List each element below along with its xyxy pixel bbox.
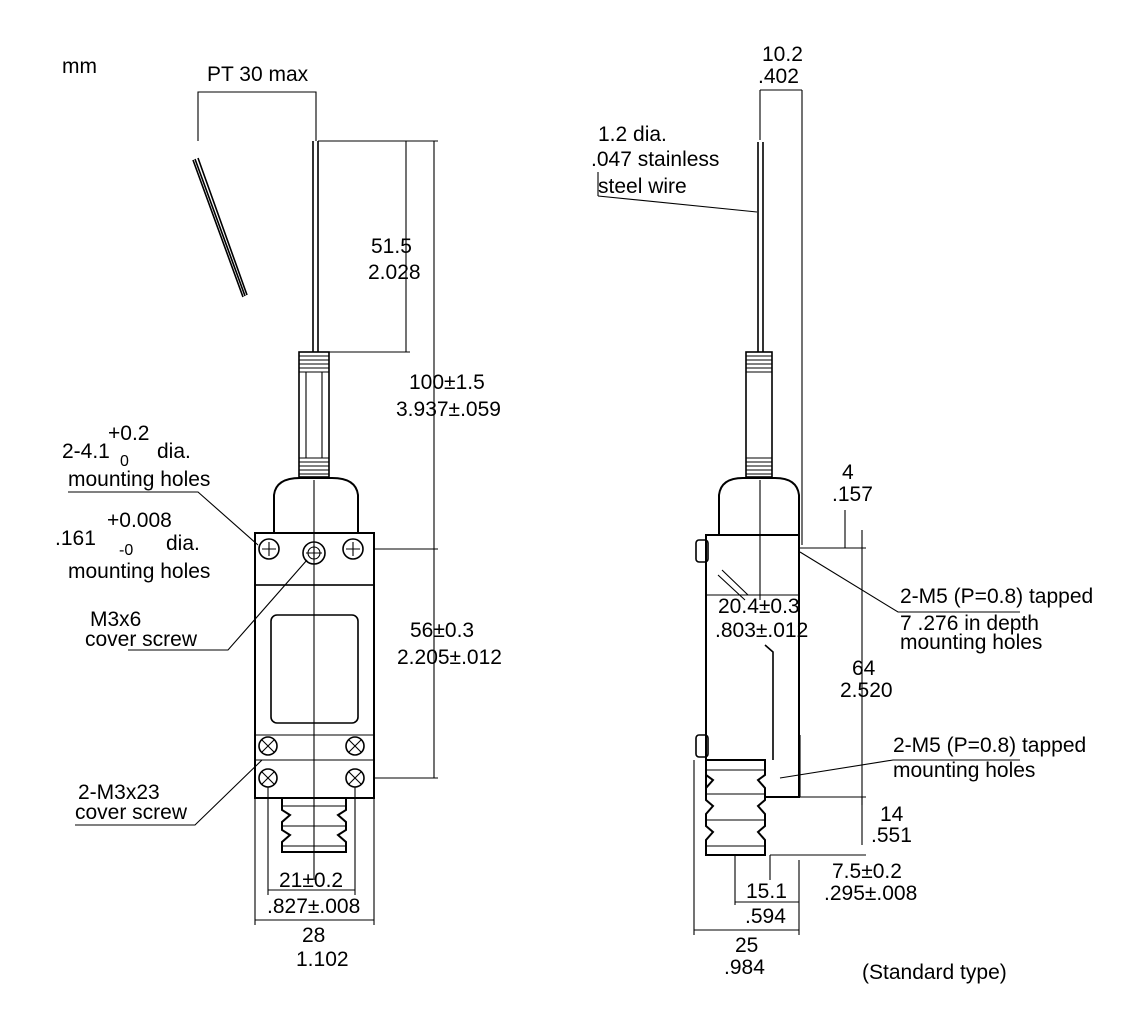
base-in: .594: [745, 905, 786, 928]
mid-in: .803±.012: [715, 619, 808, 642]
tapped-top-2: 7 .276 in depth: [900, 612, 1039, 635]
total-length-in: 3.937±.059: [396, 398, 501, 421]
pretravel-dimension-line: [197, 91, 317, 141]
side-tapped-leaders: [779, 551, 1020, 797]
mount-hole-in-line2: mounting holes: [68, 560, 210, 583]
front-horizontal-dimensions: [254, 787, 375, 925]
deflected-wire: [192, 157, 248, 298]
side-bottom-bellows: [705, 759, 766, 856]
spring-coils-bottom: [299, 457, 329, 475]
mount-hole-suffix: dia.: [157, 440, 191, 463]
mount-hole-in-tol-down: -0: [119, 542, 133, 559]
front-leaders: [68, 491, 308, 826]
unit-label: mm: [62, 55, 97, 78]
height-in: 2.520: [840, 679, 893, 702]
mount-hole-line2: mounting holes: [68, 468, 210, 491]
side-screw-heads: [695, 539, 709, 758]
pretravel-label: PT 30 max: [207, 63, 309, 86]
front-vertical-dimensions: [318, 140, 438, 779]
hole-spacing-in: .827±.008: [267, 895, 360, 918]
tapped-top-3: mounting holes: [900, 631, 1042, 654]
bottom-mm: 14: [880, 803, 904, 826]
total-length-mm: 100±1.5: [409, 371, 485, 394]
pitch-mm: 56±0.3: [410, 619, 474, 642]
side-body-slot: [764, 644, 774, 760]
mount-hole-in-prefix: .161: [55, 527, 96, 550]
front-top-mounting-holes: [258, 538, 364, 560]
side-actuator-wire: [757, 142, 764, 352]
pitch-in: 2.205±.012: [397, 646, 502, 669]
rod-length-mm: 51.5: [371, 235, 412, 258]
wire-spec-1: 1.2 dia.: [598, 123, 667, 146]
cover-screw-1-size: M3x6: [90, 608, 141, 631]
depth-in: .295±.008: [824, 882, 917, 905]
side-view: 10.2 .402 1.2 dia. .047 stainless steel …: [591, 43, 1093, 984]
cover-screw-1-label: cover screw: [85, 628, 198, 651]
mount-hole-tol-down: 0: [120, 453, 129, 470]
side-right-dimensions: [770, 510, 866, 856]
side-switch-head: [718, 477, 800, 536]
side-bottom-dimensions: [693, 760, 800, 935]
mount-hole-in-tol-up: +0.008: [107, 509, 172, 532]
tapped-top-1: 2-M5 (P=0.8) tapped: [900, 585, 1093, 608]
mount-hole-in-suffix: dia.: [166, 532, 200, 555]
cover-screw-2-label: cover screw: [75, 801, 188, 824]
switch-head: [273, 477, 359, 536]
tapped-bottom-1: 2-M5 (P=0.8) tapped: [893, 734, 1086, 757]
cover-screw-2-size: 2-M3x23: [78, 781, 160, 804]
depth-mm: 7.5±0.2: [832, 860, 902, 883]
offset-in: .157: [832, 483, 873, 506]
side-switch-body: [705, 534, 800, 798]
wire-spec-2: .047 stainless: [591, 148, 719, 171]
bottom-in: .551: [871, 824, 912, 847]
tapped-bottom-2: mounting holes: [893, 759, 1035, 782]
width-mm: 28: [302, 924, 325, 947]
width-in: 1.102: [296, 948, 349, 971]
rod-length-in: 2.028: [368, 261, 421, 284]
head-width-mm: 10.2: [762, 43, 803, 66]
standard-type-note: (Standard type): [862, 961, 1007, 984]
mount-hole-prefix: 2-4.1: [62, 440, 110, 463]
height-mm: 64: [852, 657, 876, 680]
total-width-in: .984: [724, 956, 765, 979]
spring-coils-top: [299, 355, 329, 373]
mid-mm: 20.4±0.3: [718, 595, 800, 618]
mount-hole-tol-up: +0.2: [108, 422, 149, 445]
total-width-mm: 25: [735, 934, 758, 957]
base-mm: 15.1: [746, 880, 787, 903]
offset-mm: 4: [842, 461, 854, 484]
head-width-in: .402: [758, 65, 799, 88]
hole-spacing-mm: 21±0.2: [279, 869, 343, 892]
wire-leader: [597, 195, 758, 213]
front-view: mm PT 30 max 51.5 2.028 100±1.5 3.937±.0…: [55, 55, 502, 971]
wire-spec-3: steel wire: [598, 175, 687, 198]
shaft-inner-lines: [305, 372, 323, 458]
actuator-wire: [312, 141, 319, 352]
